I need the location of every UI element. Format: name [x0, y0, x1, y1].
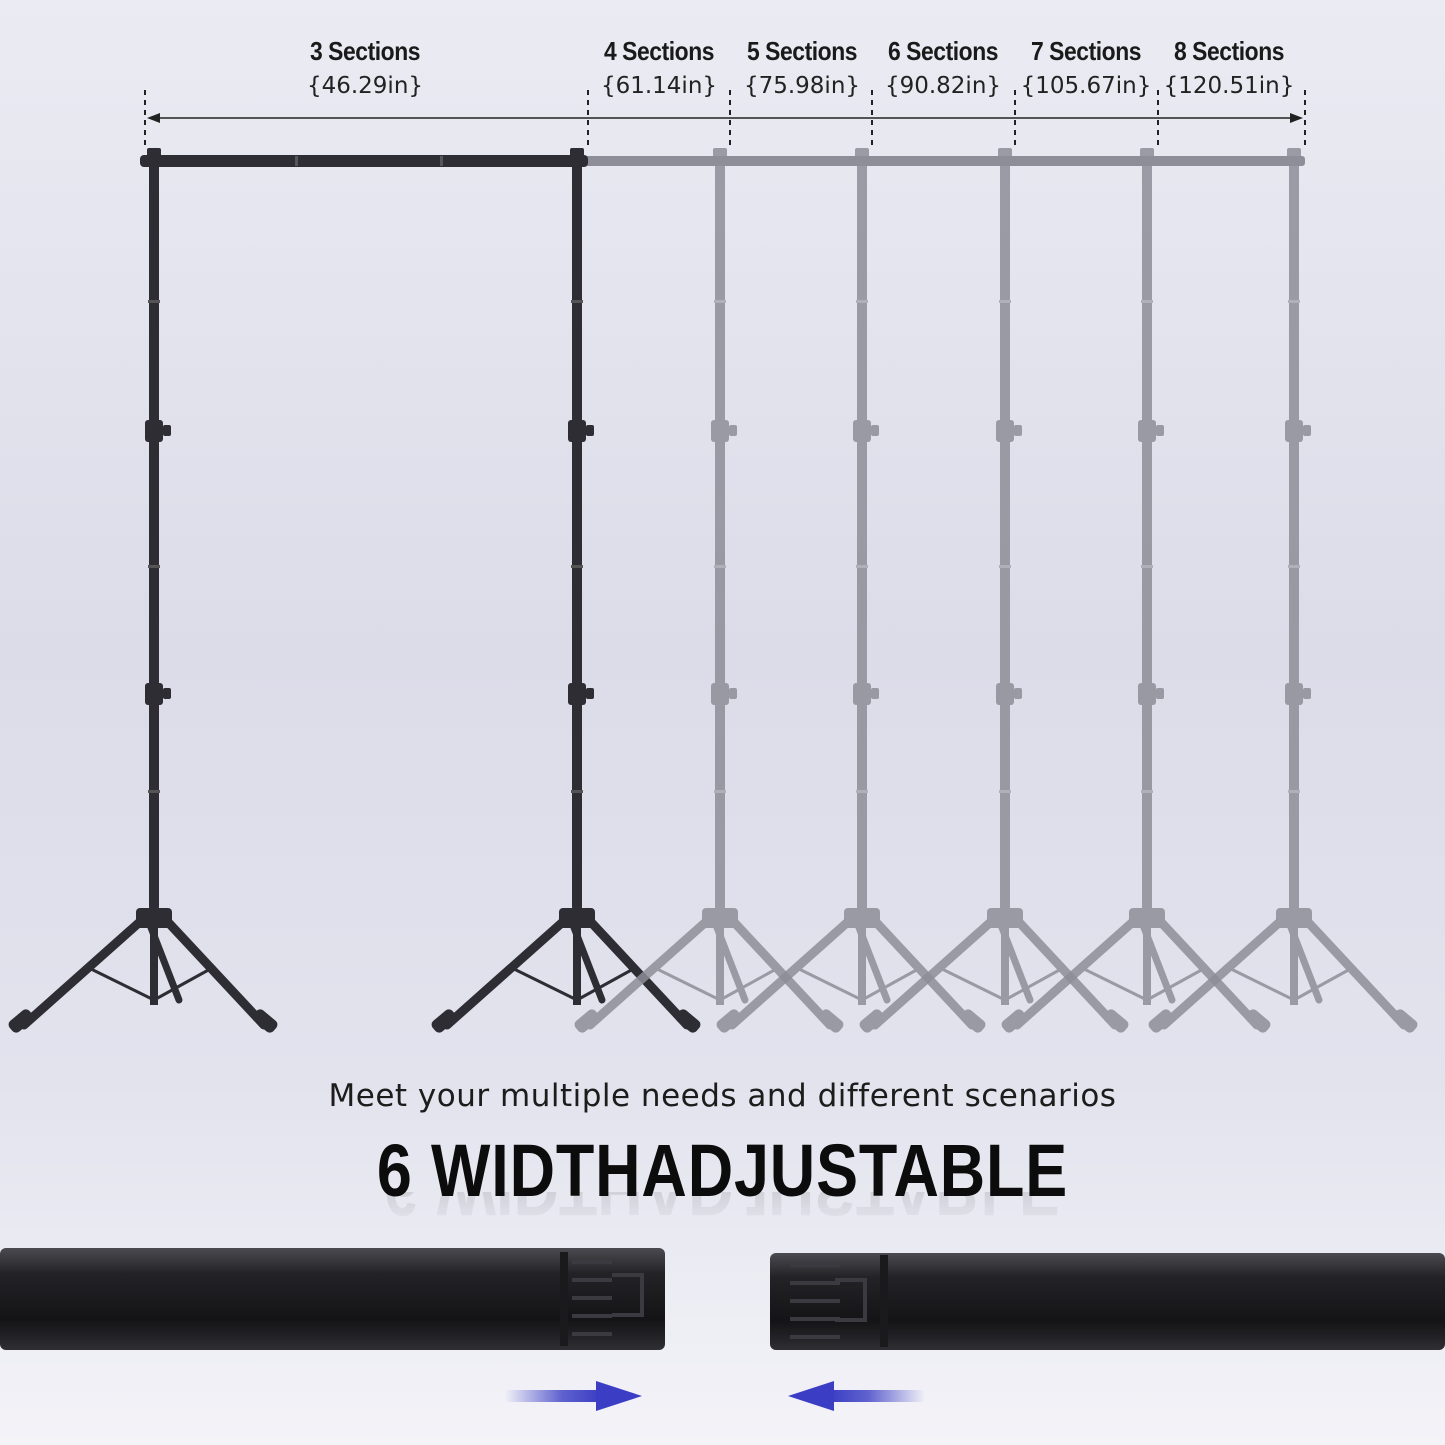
- tube-right: [770, 1253, 1445, 1350]
- section-label-7: 7 Sections {105.67in}: [1011, 36, 1161, 99]
- section-label-4: 4 Sections {61.14in}: [584, 36, 734, 99]
- light-stand: [574, 148, 844, 1033]
- section-width: {90.82in}: [884, 73, 1002, 99]
- section-title: 8 Sections: [1173, 36, 1285, 66]
- headline: 6 WIDTHADJUSTABLE: [376, 1129, 1069, 1212]
- section-width: {120.51in}: [1163, 73, 1295, 99]
- dimension-arrowhead-left: [147, 113, 160, 123]
- arrow-right-icon: [505, 1381, 642, 1411]
- section-title: 6 Sections: [887, 36, 999, 66]
- section-label-3: 3 Sections {46.29in}: [290, 36, 440, 99]
- dimension-guides: [144, 90, 1306, 150]
- tagline: Meet your multiple needs and different s…: [328, 1078, 1117, 1114]
- section-label-8: 8 Sections {120.51in}: [1154, 36, 1304, 99]
- crossbar-3-sections: [140, 155, 588, 167]
- crossbar-extended: [580, 156, 1305, 166]
- light-stand: [1148, 148, 1418, 1033]
- tube-left: [0, 1248, 665, 1350]
- dimension-arrowhead-right: [1290, 113, 1303, 123]
- section-title: 5 Sections: [746, 36, 858, 66]
- section-width: {75.98in}: [743, 73, 861, 99]
- arrow-left-icon: [788, 1381, 925, 1411]
- section-width: {105.67in}: [1020, 73, 1152, 99]
- light-stand: [716, 148, 986, 1033]
- section-title: 3 Sections: [309, 36, 421, 66]
- light-stand: [8, 148, 278, 1033]
- headline-reflection: 6 WIDTHADJUSTABLE: [108, 1192, 1336, 1232]
- light-stand: [431, 148, 701, 1033]
- section-title: 4 Sections: [603, 36, 715, 66]
- section-label-5: 5 Sections {75.98in}: [727, 36, 877, 99]
- light-stand: [859, 148, 1129, 1033]
- light-stand: [1001, 148, 1271, 1033]
- section-title: 7 Sections: [1030, 36, 1142, 66]
- section-width: {46.29in}: [306, 73, 424, 99]
- section-label-6: 6 Sections {90.82in}: [868, 36, 1018, 99]
- section-width: {61.14in}: [600, 73, 718, 99]
